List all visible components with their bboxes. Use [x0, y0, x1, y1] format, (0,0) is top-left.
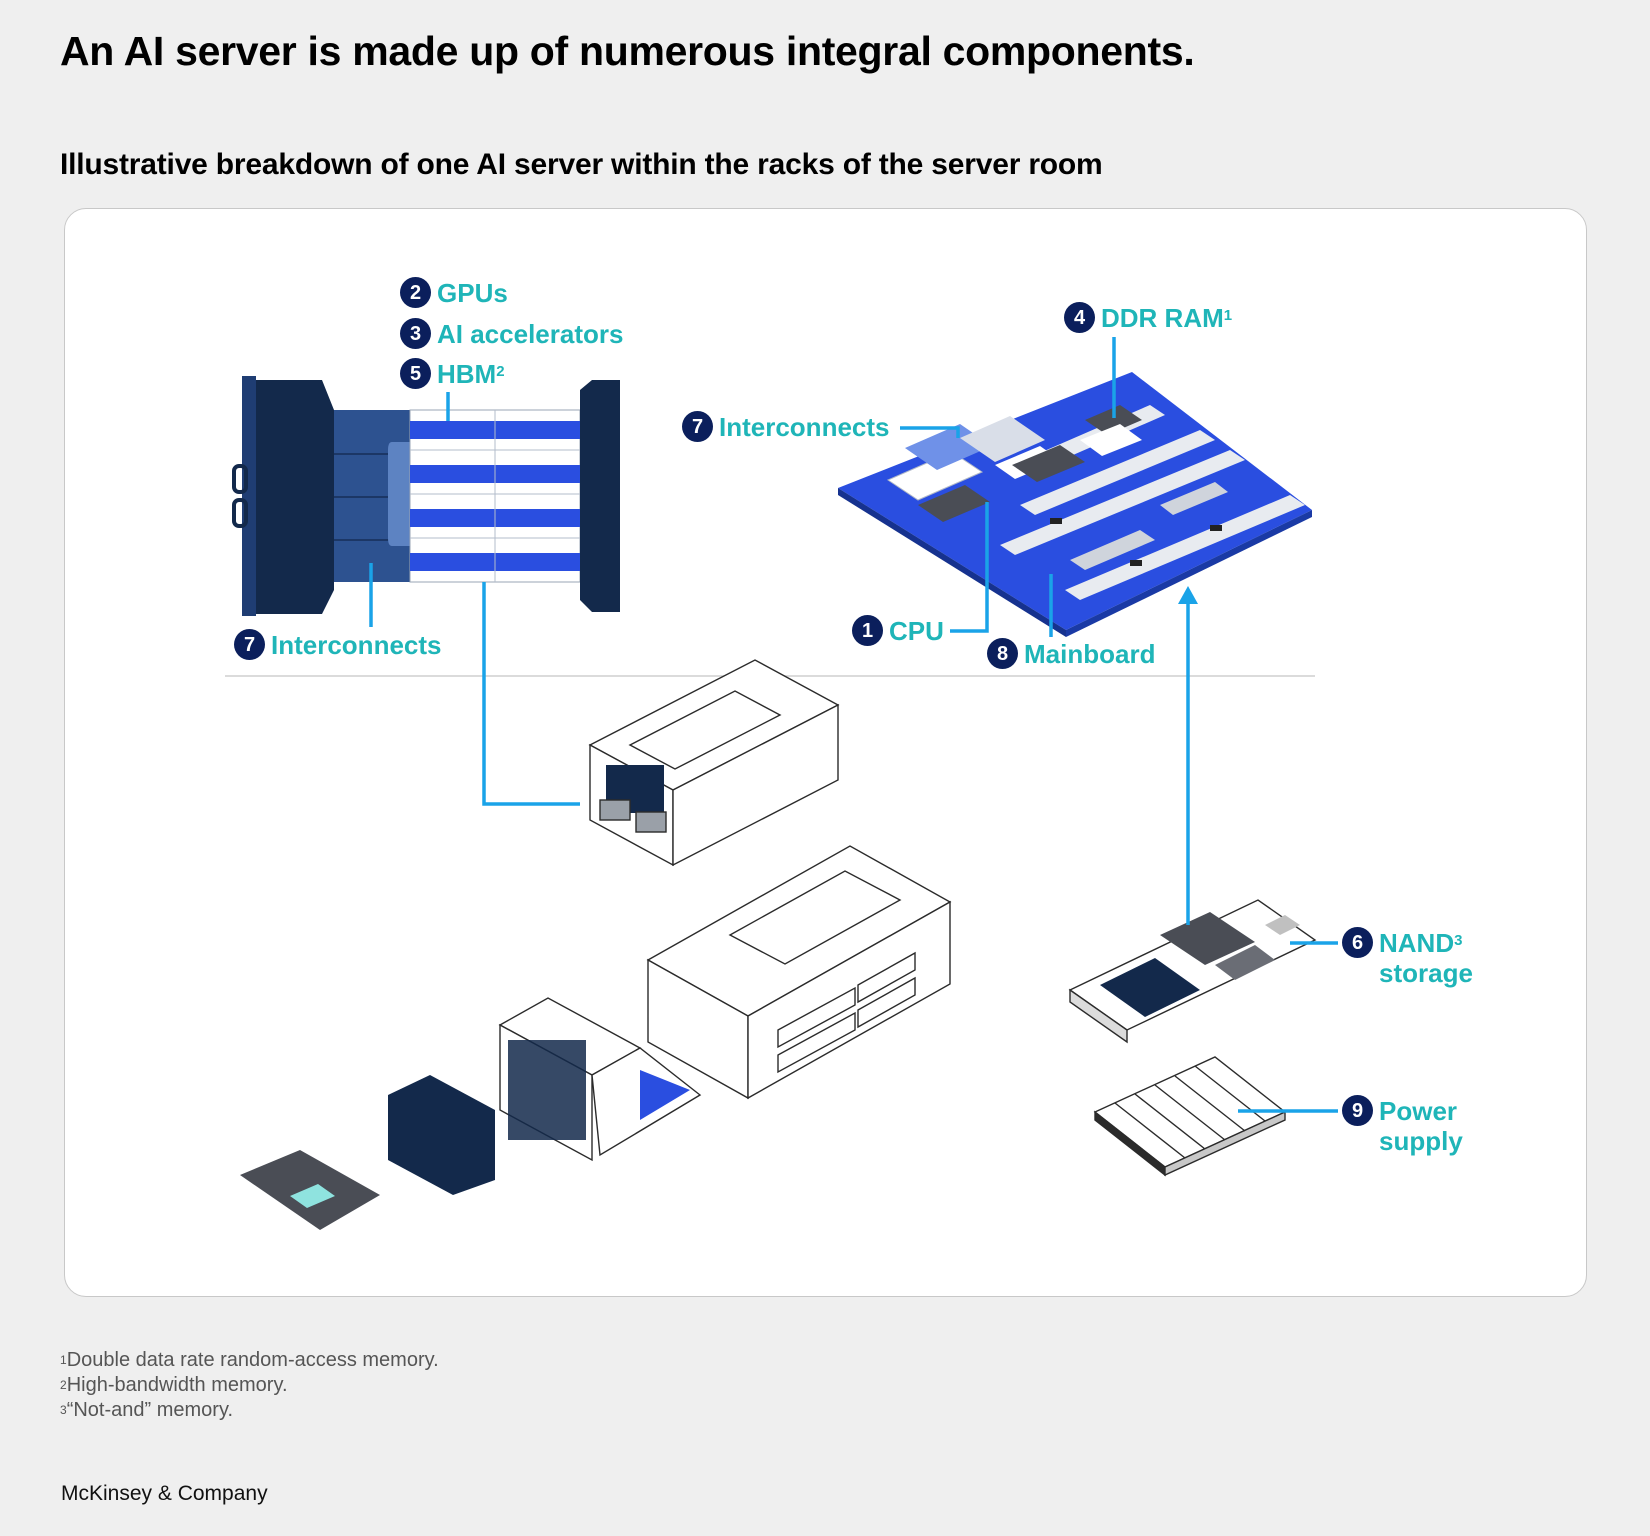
footnote-1: 1Double data rate random-access memory.: [60, 1349, 439, 1371]
badge-7: 7: [682, 411, 713, 442]
badge-7: 7: [234, 629, 265, 660]
footnote-3: 3“Not-and” memory.: [60, 1399, 234, 1421]
page-subtitle: Illustrative breakdown of one AI server …: [60, 148, 1103, 181]
mainboard-illustration: [838, 372, 1312, 637]
arrow-head: [1178, 586, 1198, 604]
label-ddr-ram: 4 DDR RAM1: [1064, 302, 1232, 333]
label-interconnects-right: 7 Interconnects: [682, 411, 890, 442]
brand-logo-text: McKinsey & Company: [61, 1482, 268, 1505]
badge-1: 1: [852, 615, 883, 646]
label-ai-accelerators: 3 AI accelerators: [400, 318, 623, 349]
leader-interconnects-right: [900, 426, 960, 438]
label-interconnects-left: 7 Interconnects: [234, 629, 442, 660]
leader-cpu: [950, 502, 989, 633]
gpu-tray-illustration: [232, 376, 620, 616]
badge-5: 5: [400, 358, 431, 389]
label-gpus: 2 GPUs: [400, 277, 508, 308]
badge-8: 8: [987, 638, 1018, 669]
label-cpu: 1 CPU: [852, 615, 944, 646]
exploded-chassis-illustration: [240, 845, 952, 1230]
leader-lines: [369, 337, 1338, 1113]
page-title: An AI server is made up of numerous inte…: [60, 28, 1195, 74]
footnote-2: 2High-bandwidth memory.: [60, 1374, 288, 1396]
badge-9: 9: [1342, 1095, 1373, 1126]
server-chassis-illustration: [588, 659, 840, 867]
badge-4: 4: [1064, 302, 1095, 333]
badge-3: 3: [400, 318, 431, 349]
nand-storage-illustration: [1068, 899, 1317, 1044]
power-supply-illustration: [1093, 1056, 1287, 1177]
leader-tray-to-chassis: [482, 582, 580, 806]
footnotes: 1Double data rate random-access memory. …: [60, 1348, 439, 1423]
badge-2: 2: [400, 277, 431, 308]
badge-6: 6: [1342, 927, 1373, 958]
label-hbm: 5 HBM2: [400, 358, 505, 389]
label-mainboard: 8 Mainboard: [987, 638, 1155, 669]
